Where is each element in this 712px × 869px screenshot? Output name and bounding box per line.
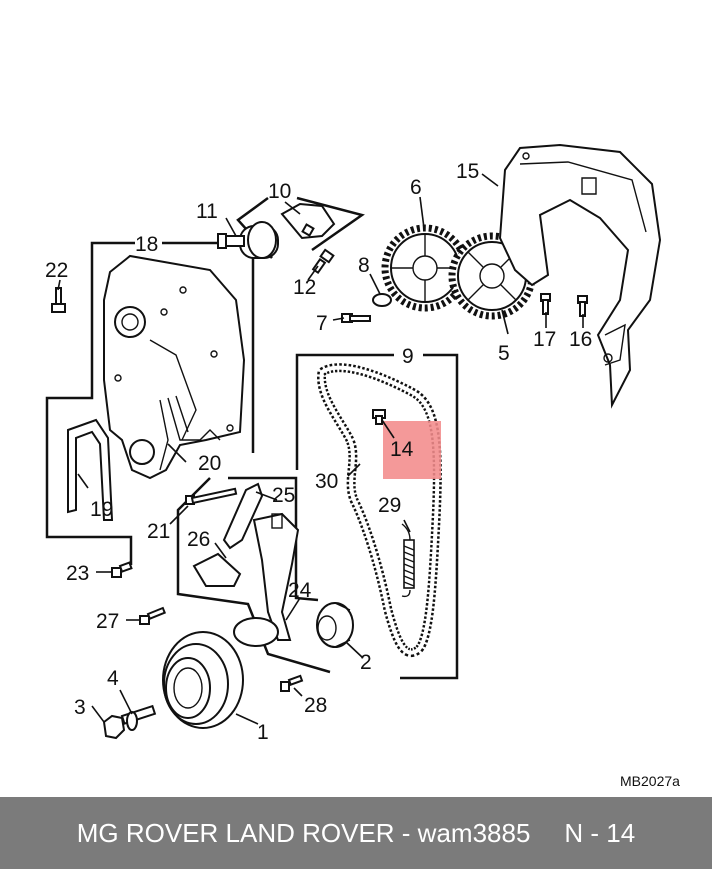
callout-17: 17 — [533, 328, 556, 351]
callout-20: 20 — [198, 452, 221, 475]
tensioner-arm — [280, 202, 336, 240]
bracket-26 — [192, 552, 242, 587]
callout-7: 7 — [316, 312, 328, 335]
callout-11: 11 — [196, 200, 218, 223]
callout-24: 24 — [288, 579, 312, 602]
callout-21: 21 — [147, 520, 170, 543]
tensioner-plate — [252, 512, 300, 641]
callout-4: 4 — [107, 667, 119, 690]
callout-18: 18 — [135, 233, 158, 256]
timing-belt-bracket — [295, 353, 459, 680]
callout-22: 22 — [45, 259, 68, 282]
callout-25: 25 — [272, 484, 295, 507]
callout-12: 12 — [293, 276, 316, 299]
bolt-21 — [185, 487, 238, 505]
callout-27: 27 — [96, 610, 119, 633]
tensioner-pulley — [217, 221, 279, 259]
diagram-reference-code: MB2027a — [620, 773, 680, 789]
bolt-28 — [280, 674, 304, 692]
callout-30: 30 — [315, 470, 338, 493]
bolt-23 — [111, 561, 133, 578]
callout-10: 10 — [268, 180, 291, 203]
seal-strip — [67, 418, 114, 521]
bolt-17 — [540, 293, 551, 315]
bolt-27 — [139, 606, 167, 625]
callout-2: 2 — [360, 651, 372, 674]
idler-pulley — [316, 602, 354, 648]
sensor-ring — [233, 617, 279, 647]
timing-belt-exploded-diagram: 1 2 3 4 5 6 7 8 9 10 11 12 14 15 16 17 1… — [45, 143, 680, 789]
bolt-16 — [577, 295, 588, 317]
spring-29 — [401, 523, 415, 598]
rear-timing-cover — [103, 254, 246, 480]
callout-9: 9 — [402, 345, 414, 368]
callout-23: 23 — [66, 562, 89, 585]
callout-5: 5 — [498, 342, 510, 365]
callout-15: 15 — [456, 160, 479, 183]
bolt-22 — [51, 287, 66, 313]
leader-lines — [57, 173, 584, 725]
callout-6: 6 — [410, 176, 422, 199]
lever-25 — [222, 482, 264, 550]
footer-bar: MG ROVER LAND ROVER - wam3885 N - 14 — [0, 797, 712, 869]
callout-1: 1 — [257, 721, 269, 744]
callout-29: 29 — [378, 494, 401, 517]
highlight-box — [383, 421, 441, 479]
rear-cover-bore-upper — [114, 306, 146, 338]
callout-28: 28 — [304, 694, 327, 717]
front-timing-cover — [498, 143, 662, 409]
callout-19: 19 — [90, 498, 113, 521]
footer-page-number: N - 14 — [564, 817, 636, 848]
crankshaft-pulley — [162, 631, 244, 729]
crankshaft-bolt — [102, 704, 157, 740]
callout-26: 26 — [187, 528, 210, 551]
callout-3: 3 — [74, 696, 86, 719]
rear-cover-bore-lower — [129, 439, 155, 465]
callout-14: 14 — [390, 438, 414, 461]
bolt-7 — [341, 313, 371, 323]
cover-gasket — [167, 395, 221, 441]
callout-8: 8 — [358, 254, 370, 277]
callout-16: 16 — [569, 328, 592, 351]
washer-8 — [372, 293, 392, 307]
footer-title: MG ROVER LAND ROVER - wam3885 — [76, 817, 531, 848]
